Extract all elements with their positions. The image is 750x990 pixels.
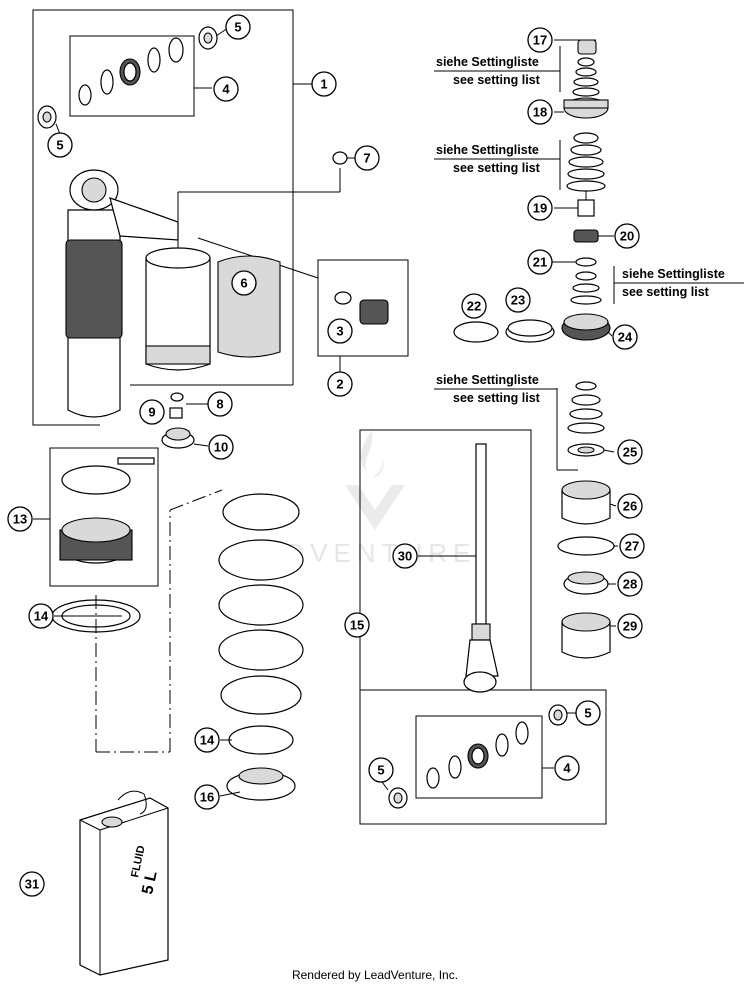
svg-text:30: 30 — [398, 549, 412, 564]
svg-text:15: 15 — [350, 618, 364, 633]
render-credit: Rendered by LeadVenture, Inc. — [291, 968, 459, 982]
coil-spring — [218, 493, 304, 801]
callout-25: 25 — [617, 439, 643, 465]
svg-text:3: 3 — [336, 324, 343, 339]
svg-text:16: 16 — [200, 790, 214, 805]
svg-text:7: 7 — [363, 151, 370, 166]
svg-text:25: 25 — [623, 445, 637, 460]
callout-5-top-right: 5 — [225, 14, 251, 40]
frame-lines-left — [32, 9, 409, 426]
preload-ring-assembly — [33, 447, 159, 587]
svg-text:23: 23 — [511, 293, 525, 308]
callout-2: 2 — [327, 371, 353, 397]
callout-14-left: 14 — [28, 603, 54, 629]
callout-16: 16 — [194, 784, 220, 810]
callout-3: 3 — [327, 318, 353, 344]
callout-4-top: 4 — [213, 76, 239, 102]
svg-text:5: 5 — [56, 138, 63, 153]
callout-5-bottom-right: 5 — [575, 700, 601, 726]
can-label-bottom: 5 L — [139, 869, 160, 895]
callout-14-right: 14 — [194, 727, 220, 753]
svg-text:20: 20 — [620, 229, 634, 244]
callout-20: 20 — [614, 223, 640, 249]
svg-text:21: 21 — [533, 255, 547, 270]
svg-text:10: 10 — [214, 440, 228, 455]
svg-text:22: 22 — [467, 299, 481, 314]
bearing-kit-top — [37, 26, 218, 129]
svg-text:14: 14 — [34, 609, 49, 624]
callout-19: 19 — [527, 195, 553, 221]
centre-line — [95, 489, 223, 753]
callout-6: 6 — [231, 270, 257, 296]
callout-5-bottom-left: 5 — [368, 757, 394, 783]
callout-18: 18 — [527, 99, 553, 125]
svg-text:5: 5 — [234, 20, 241, 35]
svg-text:6: 6 — [240, 276, 247, 291]
svg-text:9: 9 — [148, 405, 155, 420]
callout-26: 26 — [617, 493, 643, 519]
svg-text:2: 2 — [336, 377, 343, 392]
callout-4-bottom: 4 — [554, 755, 580, 781]
setting-notes: siehe Settingliste see setting list sieh… — [434, 55, 744, 405]
svg-text:18: 18 — [533, 105, 547, 120]
callout-22: 22 — [461, 293, 487, 319]
callout-23: 23 — [505, 287, 531, 313]
svg-text:14: 14 — [200, 733, 215, 748]
svg-text:29: 29 — [623, 619, 637, 634]
svg-text:1: 1 — [320, 77, 327, 92]
callout-5-top-left: 5 — [47, 132, 73, 158]
callout-31: 31 — [19, 871, 45, 897]
svg-text:4: 4 — [563, 761, 571, 776]
callout-8: 8 — [207, 391, 233, 417]
watermark-flame-icon — [360, 430, 384, 478]
callout-21: 21 — [527, 249, 553, 275]
svg-text:8: 8 — [216, 397, 223, 412]
svg-text:19: 19 — [533, 201, 547, 216]
svg-text:27: 27 — [625, 539, 639, 554]
callout-27: 27 — [619, 533, 645, 559]
callout-10: 10 — [208, 434, 234, 460]
note-2-de: siehe Settingliste — [436, 143, 539, 157]
svg-text:4: 4 — [222, 82, 230, 97]
callout-9: 9 — [139, 399, 165, 425]
callout-24: 24 — [612, 324, 638, 350]
svg-text:28: 28 — [623, 577, 637, 592]
callout-7: 7 — [354, 145, 380, 171]
note-1-en: see setting list — [453, 73, 541, 87]
svg-text:31: 31 — [25, 877, 39, 892]
damper-parts — [388, 39, 615, 809]
shock-body — [65, 151, 389, 449]
watermark-v-icon — [345, 485, 405, 530]
svg-text:17: 17 — [533, 33, 547, 48]
note-4-en: see setting list — [453, 391, 541, 405]
callout-29: 29 — [617, 613, 643, 639]
leader-lines — [54, 27, 618, 797]
svg-text:13: 13 — [13, 512, 27, 527]
svg-text:5: 5 — [377, 763, 384, 778]
callout-17: 17 — [527, 27, 553, 53]
svg-text:24: 24 — [618, 330, 633, 345]
callout-15: 15 — [344, 612, 370, 638]
callout-28: 28 — [617, 571, 643, 597]
note-3-en: see setting list — [622, 285, 710, 299]
callout-30: 30 — [392, 543, 418, 569]
callout-1: 1 — [311, 71, 337, 97]
fluid-can: FLUID 5 L — [79, 790, 169, 976]
note-1-de: siehe Settingliste — [436, 55, 539, 69]
svg-text:26: 26 — [623, 499, 637, 514]
note-2-en: see setting list — [453, 161, 541, 175]
svg-text:5: 5 — [584, 706, 591, 721]
note-3-de: siehe Settingliste — [622, 267, 725, 281]
callout-13: 13 — [7, 506, 33, 532]
note-4-de: siehe Settingliste — [436, 373, 539, 387]
